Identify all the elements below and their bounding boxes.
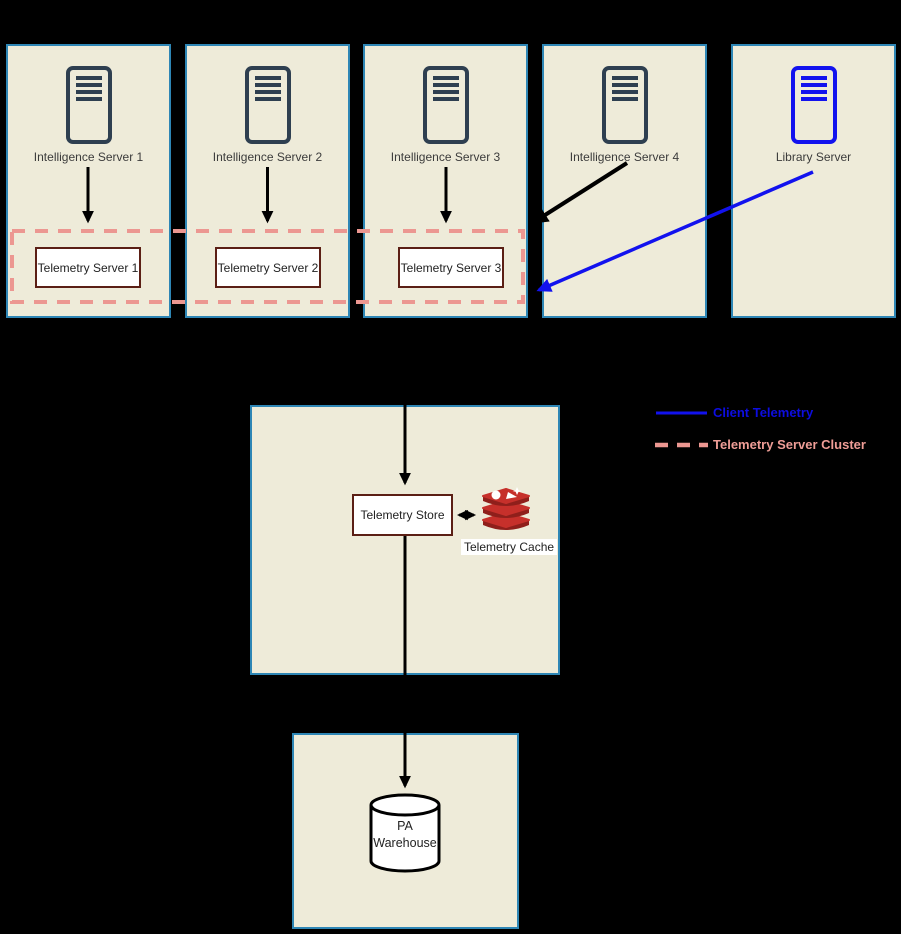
telemetry-server-2-node: Telemetry Server 2 [215,247,321,288]
telemetry-cache-label: Telemetry Cache [461,539,558,555]
telemetry-server-3-node: Telemetry Server 3 [398,247,504,288]
database-cylinder-icon [368,792,442,879]
panel-label: Intelligence Server 4 [569,150,680,164]
telemetry-server-1-node: Telemetry Server 1 [35,247,141,288]
server-icon [733,66,894,144]
panel-label: Intelligence Server 3 [390,150,501,164]
panel-label: Library Server [775,150,852,164]
telemetry-store-node: Telemetry Store [352,494,453,536]
panel-library-server: Library Server [731,44,896,318]
server-icon [187,66,348,144]
legend-telemetry-server-cluster-label: Telemetry Server Cluster [713,437,866,452]
panel-label: Intelligence Server 1 [33,150,144,164]
warehouse-label: PA Warehouse [360,818,450,852]
legend-client-telemetry-label: Client Telemetry [713,405,814,420]
warehouse-label-line1: PA [397,819,413,833]
warehouse-label-line2: Warehouse [373,836,437,850]
server-icon [365,66,526,144]
server-icon [8,66,169,144]
panel-label: Intelligence Server 2 [212,150,323,164]
redis-icon [479,486,533,540]
panel-intelligence-server-4: Intelligence Server 4 [542,44,707,318]
server-icon [544,66,705,144]
